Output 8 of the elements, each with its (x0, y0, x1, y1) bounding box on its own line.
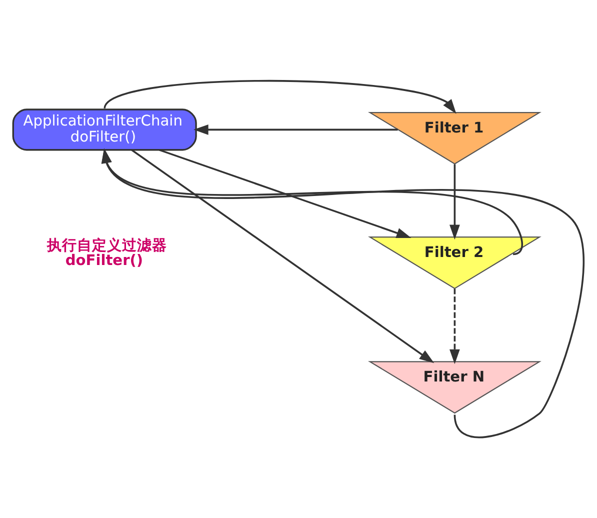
arrow (450, 288, 460, 364)
node-box: ApplicationFilterChain doFilter() (12, 108, 197, 151)
arrow (193, 124, 398, 135)
arrow (450, 164, 460, 240)
arrow (131, 149, 434, 364)
label: 执行自定义过滤器 doFilter() (46, 237, 167, 269)
arrow (159, 149, 412, 238)
arrow (104, 80, 456, 114)
